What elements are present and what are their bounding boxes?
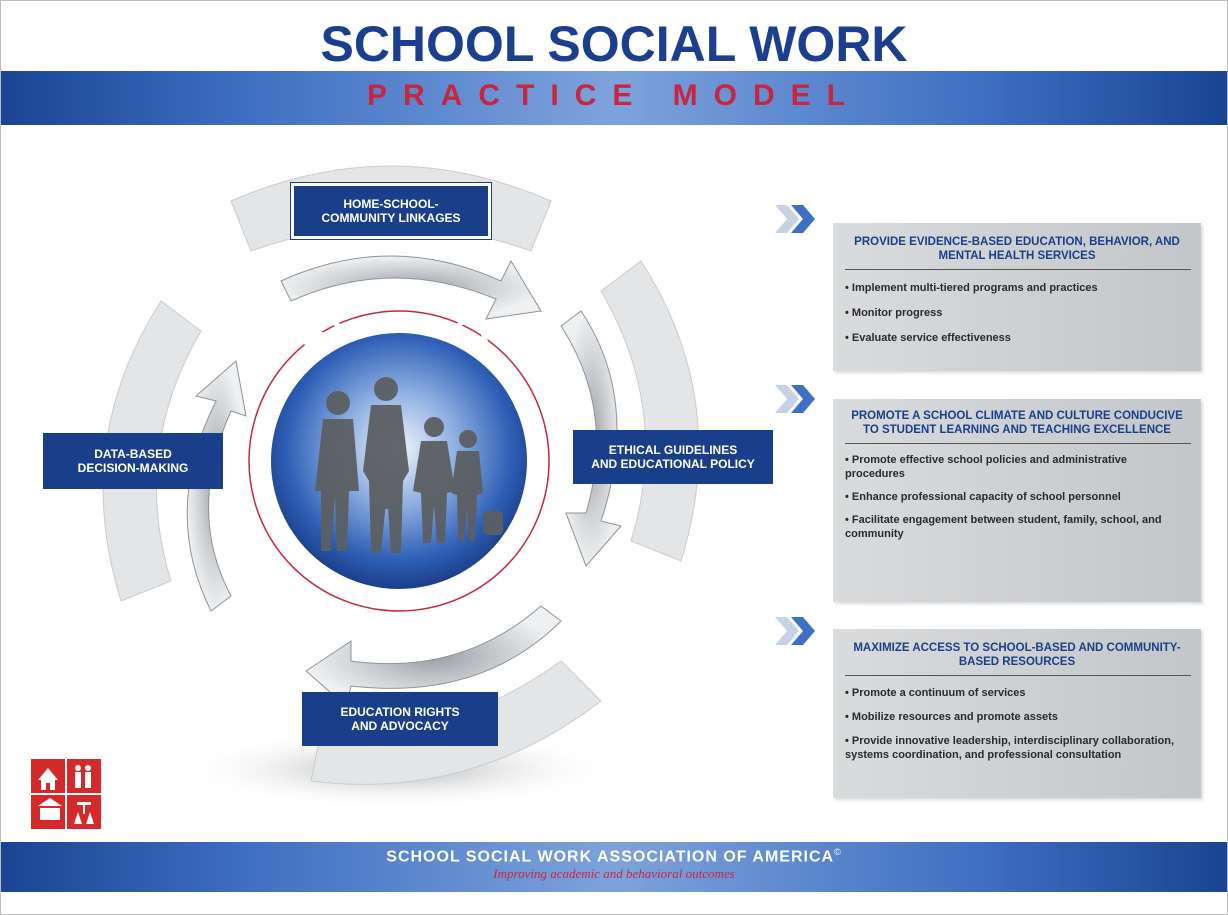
page-title: SCHOOL SOCIAL WORK (320, 16, 908, 72)
footer-band (1, 842, 1227, 892)
footer-title: SCHOOL SOCIAL WORK ASSOCIATION OF AMERIC… (1, 847, 1227, 866)
panel-evidence-based-services: PROVIDE EVIDENCE-BASED EDUCATION, BEHAVI… (833, 223, 1201, 371)
divider (845, 269, 1191, 270)
list-item: • Evaluate service effectiveness (845, 332, 1011, 344)
list-item: • Provide innovative leadership, interdi… (845, 735, 1175, 761)
page-subtitle: PRACTICE MODEL (367, 79, 861, 112)
label-ethical-guidelines: ETHICAL GUIDELINES AND EDUCATIONAL POLIC… (573, 430, 773, 484)
label-data-based-decision: DATA-BASED DECISION-MAKING (43, 433, 223, 489)
ssw-logo-icon (30, 758, 102, 830)
panel-heading: MAXIMIZE ACCESS TO SCHOOL-BASED AND COMM… (853, 642, 1181, 668)
footer-org-name: SCHOOL SOCIAL WORK ASSOCIATION OF AMERIC… (386, 848, 835, 866)
divider (845, 443, 1191, 444)
label-home-school-community: HOME-SCHOOL- COMMUNITY LINKAGES (290, 182, 492, 240)
list-item: • Monitor progress (845, 307, 943, 319)
label-education-rights: EDUCATION RIGHTS AND ADVOCACY (302, 692, 498, 746)
header-band (1, 71, 1227, 125)
footer-tagline: Improving academic and behavioral outcom… (493, 866, 735, 881)
list-item: • Implement multi-tiered programs and pr… (845, 282, 1098, 294)
panel-school-climate: PROMOTE A SCHOOL CLIMATE AND CULTURE CON… (833, 399, 1201, 602)
chevron-right-icon (775, 205, 815, 233)
list-item: • Mobilize resources and promote assets (845, 711, 1058, 723)
chevron-right-icon (775, 385, 815, 413)
list-item: • Promote a continuum of services (845, 687, 1026, 699)
panel-maximize-access: MAXIMIZE ACCESS TO SCHOOL-BASED AND COMM… (833, 629, 1201, 798)
divider (845, 675, 1191, 676)
practice-model-diagram: STUDENTS HOME-SCHOOL- COMMUNITY LINKAGES… (41, 141, 773, 841)
chevron-right-icon (775, 617, 815, 645)
list-item: • Promote effective school policies and … (845, 454, 1127, 480)
panel-heading: PROMOTE A SCHOOL CLIMATE AND CULTURE CON… (851, 410, 1183, 436)
panel-heading: PROVIDE EVIDENCE-BASED EDUCATION, BEHAVI… (854, 236, 1180, 262)
list-item: • Facilitate engagement between student,… (845, 514, 1162, 540)
copyright-mark: © (834, 847, 842, 857)
list-item: • Enhance professional capacity of schoo… (845, 491, 1121, 503)
